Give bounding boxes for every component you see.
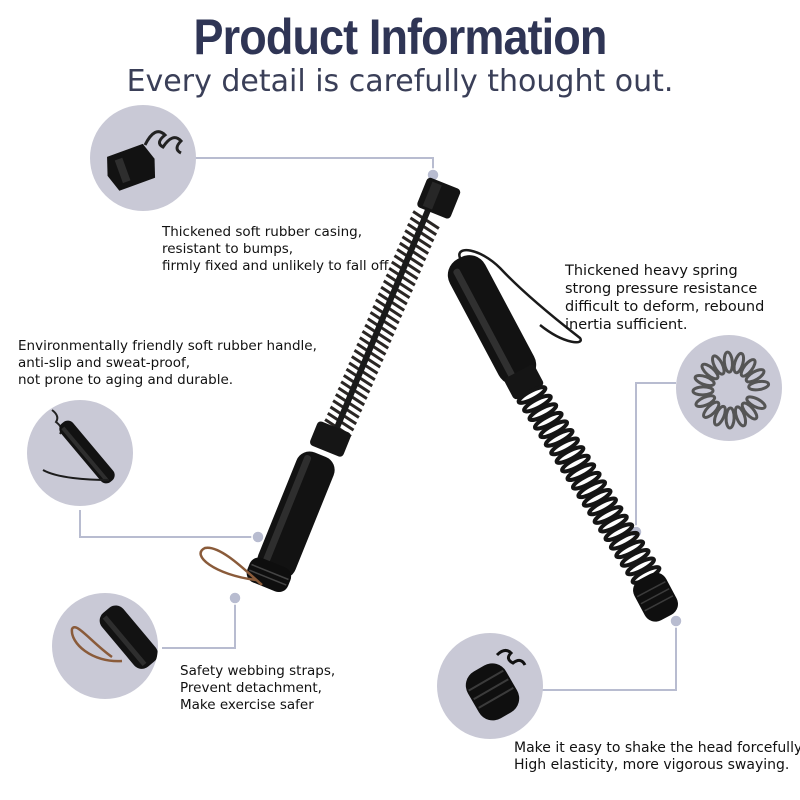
leader-dot-strap — [228, 591, 242, 605]
spring-coil — [538, 419, 570, 440]
leader-line-handle — [79, 510, 258, 538]
callout-line: inertia sufficient. — [565, 317, 688, 333]
spring-coil — [625, 556, 656, 577]
spring-coil — [732, 351, 746, 375]
callout-line: firmly fixed and unlikely to fall off. — [162, 258, 393, 274]
callout-shake-head: Make it easy to shake the head forcefull… — [514, 740, 800, 774]
spring-coil — [614, 539, 646, 560]
spring-coil — [532, 410, 564, 431]
spring-coil — [693, 373, 716, 388]
detail-circle-shake-head — [437, 633, 543, 739]
shake-head-detail-image — [465, 648, 527, 721]
leader-line-head — [540, 622, 677, 691]
spring-coil — [516, 385, 548, 405]
spring-coil — [592, 505, 624, 525]
spring-coil — [733, 405, 748, 428]
spring-coil — [543, 427, 575, 448]
leader-dot-head — [669, 614, 683, 628]
rubber-casing-detail-image — [107, 130, 184, 191]
callout-heavy-spring: Thickened heavy spring strong pressure r… — [565, 262, 764, 334]
callout-line: not prone to aging and durable. — [18, 372, 234, 388]
spring-coil — [740, 401, 759, 421]
callout-line: anti-slip and sweat-proof, — [18, 355, 191, 371]
leader-dot-handle — [251, 530, 265, 544]
callout-line: strong pressure resistance — [565, 281, 758, 297]
callout-line: Make exercise safer — [180, 697, 314, 713]
callout-line: Environmentally friendly soft rubber han… — [18, 338, 317, 354]
detail-circle-safety-strap — [52, 593, 158, 699]
callout-line: Prevent detachment, — [180, 680, 322, 696]
spring-coil — [724, 406, 736, 430]
callout-line: Thickened heavy spring — [565, 263, 738, 279]
spring-coil — [549, 436, 580, 457]
detail-circle-heavy-spring — [676, 335, 782, 441]
safety-strap-detail-image — [70, 605, 158, 669]
spring-coil — [565, 462, 597, 483]
callout-rubber-casing: Thickened soft rubber casing, resistant … — [162, 224, 393, 275]
callout-line: Safety webbing straps, — [180, 663, 336, 679]
spring-coil — [570, 470, 602, 491]
heavy-spring-detail-image — [691, 350, 771, 430]
spring-coil — [722, 350, 734, 374]
spring-coil — [747, 379, 771, 392]
spring-coil — [554, 445, 586, 465]
callout-line: Thickened soft rubber casing, — [162, 224, 363, 240]
spring-coil — [527, 402, 559, 423]
spring-coil — [522, 393, 553, 414]
spring-coil — [576, 479, 608, 500]
leader-line-strap — [162, 598, 236, 649]
detail-circle-rubber-casing — [90, 105, 196, 211]
callout-safety-strap: Safety webbing straps, Prevent detachmen… — [180, 663, 335, 714]
spring-coil — [608, 530, 640, 551]
spring-coil — [712, 404, 727, 427]
spring-coil — [691, 385, 715, 397]
spring-coils-right — [516, 385, 662, 585]
spring-coil — [598, 513, 629, 534]
spring-coil — [694, 394, 717, 409]
rubber-handle-detail-image — [42, 409, 115, 484]
page-subtitle: Every detail is carefully thought out. — [126, 64, 674, 99]
callout-line: High elasticity, more vigorous swaying. — [514, 757, 790, 773]
spring-coil — [744, 368, 766, 384]
spring-coil — [603, 522, 635, 543]
spring-coil — [619, 547, 651, 568]
page-title: Product Information — [193, 9, 608, 65]
callout-rubber-handle: Environmentally friendly soft rubber han… — [18, 338, 317, 389]
spring-coil — [581, 487, 613, 508]
spring-coil — [587, 496, 618, 517]
leader-line-spring — [635, 382, 676, 532]
detail-circle-rubber-handle — [27, 400, 133, 506]
spring-coil — [739, 358, 757, 378]
callout-line: Make it easy to shake the head forcefull… — [514, 740, 800, 756]
callout-line: resistant to bumps, — [162, 241, 294, 257]
spring-coil — [711, 354, 726, 376]
spring-coil — [560, 453, 591, 474]
spring-coil — [702, 400, 721, 419]
callout-line: difficult to deform, rebound — [565, 299, 765, 315]
spring-coil — [700, 362, 720, 381]
spring-coil — [745, 395, 767, 410]
